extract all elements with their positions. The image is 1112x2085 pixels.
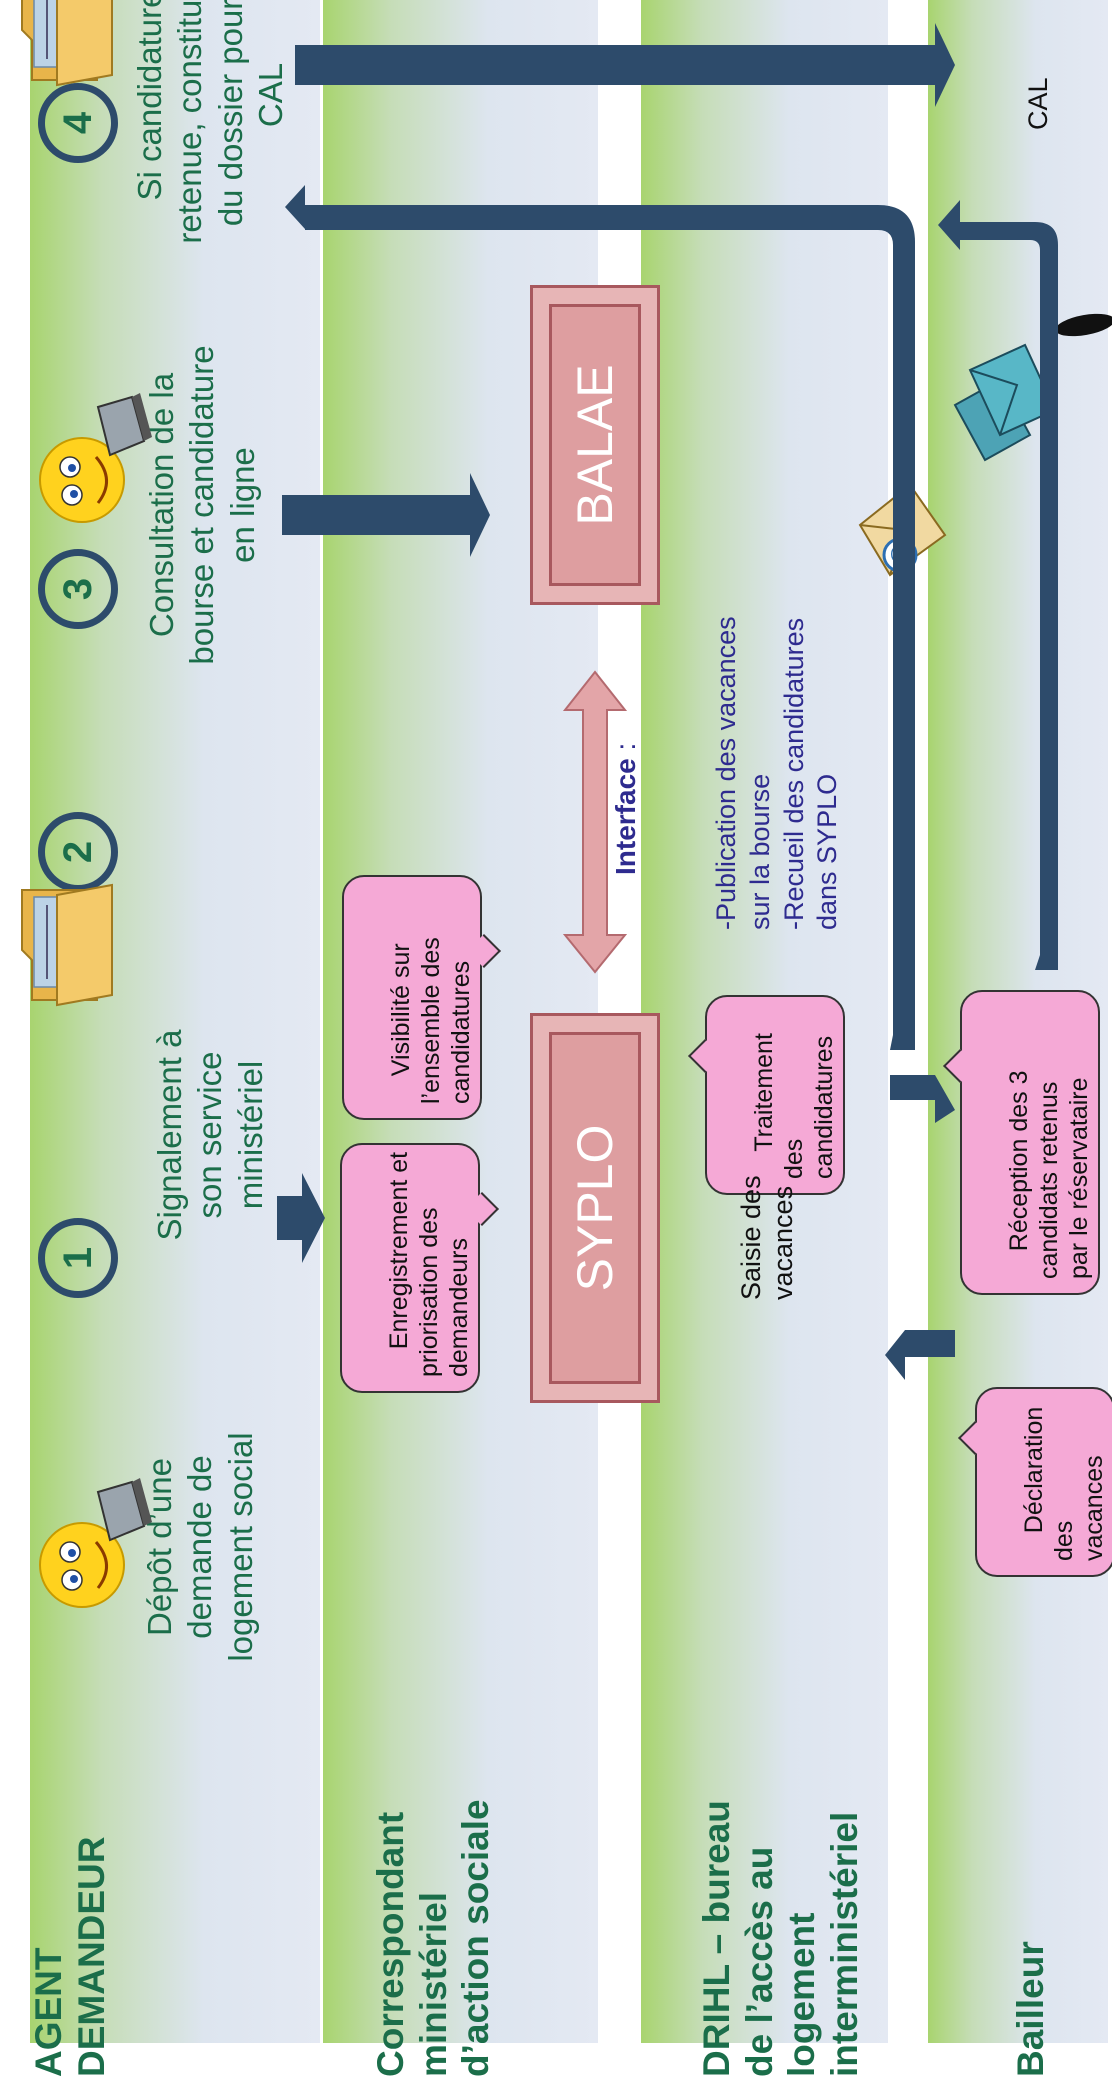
cal-label: CAL	[1023, 77, 1053, 130]
callout-visibilite-text: Visibilité sur l’ensemble des candidatur…	[387, 937, 475, 1104]
arrow-bailleur-return	[938, 200, 1058, 970]
interface-label: Interface :	[608, 743, 643, 875]
smiley-laptop-icon	[39, 1478, 152, 1608]
callout-reception: Réception des 3 candidats retenus par le…	[943, 990, 1100, 1295]
interface-double-arrow	[562, 670, 628, 974]
arrow-step3-to-balae	[282, 473, 490, 557]
smiley-laptop-icon	[39, 393, 152, 523]
callout-enregistrement-text: Enregistrement et priorisation des deman…	[385, 1151, 473, 1377]
arrow-step4-to-cal	[295, 23, 955, 107]
interface-description: -Publication des vacances sur la bourse …	[711, 616, 843, 930]
interface-colon: :	[610, 742, 641, 759]
callout-declaration: Déclaration des vacances	[958, 1387, 1112, 1577]
callout-visibilite: Visibilité sur l’ensemble des candidatur…	[342, 875, 501, 1120]
callout-traitement-text: Traitement des candidatures	[750, 1033, 838, 1179]
callout-enregistrement: Enregistrement et priorisation des deman…	[340, 1143, 499, 1393]
saisie-vacances-label: Saisie des vacances	[736, 1175, 799, 1300]
arrow-step2-to-correspondant	[277, 1173, 325, 1263]
mail-letters-icon	[953, 313, 1112, 462]
folder-icon	[21, 883, 113, 1007]
callout-traitement: Traitement des candidatures	[688, 995, 845, 1195]
callout-reception-text: Réception des 3 candidats retenus par le…	[1005, 1070, 1093, 1279]
arrow-declaration-to-drihl	[885, 1330, 955, 1380]
arrow-drihl-to-reception	[890, 1075, 955, 1123]
folder-icon	[21, 0, 113, 87]
interface-title: Interface	[610, 758, 641, 875]
callout-declaration-text: Déclaration des vacances	[1020, 1406, 1108, 1561]
